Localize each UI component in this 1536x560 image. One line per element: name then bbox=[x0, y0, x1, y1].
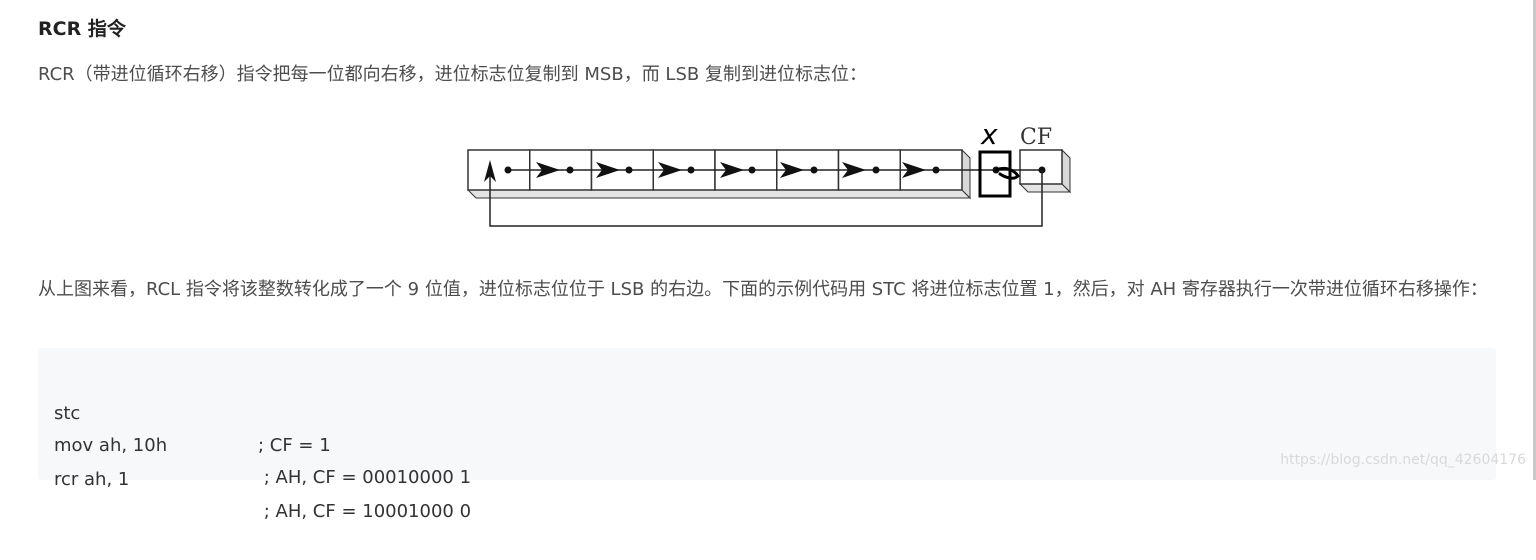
scrollbar[interactable] bbox=[1533, 0, 1536, 480]
code-comment: ; AH, CF = 10001000 0 bbox=[258, 501, 472, 522]
code-comment: ; AH, CF = 00010000 1 bbox=[258, 467, 472, 488]
code-line: stc ; CF = 1 bbox=[54, 366, 331, 456]
bit-dots bbox=[504, 166, 1046, 174]
shift-arrows bbox=[536, 162, 926, 178]
handwritten-arrow bbox=[994, 166, 1020, 180]
cf-label: CF bbox=[1020, 125, 1052, 150]
arrowhead-icon bbox=[658, 162, 682, 178]
watermark: https://blog.csdn.net/qq_42604176 bbox=[1280, 452, 1526, 468]
bit-cell bbox=[467, 149, 531, 191]
arrowhead-icon bbox=[842, 162, 866, 178]
explanation-paragraph: 从上图来看，RCL 指令将该整数转化成了一个 9 位值，进位标志位位于 LSB … bbox=[38, 279, 1488, 300]
arrowhead-icon bbox=[536, 162, 560, 178]
rcr-diagram-svg: CF bbox=[466, 118, 1072, 227]
up-arrow-icon bbox=[484, 160, 496, 182]
arrowhead-icon bbox=[780, 162, 804, 178]
rcr-diagram: CF bbox=[440, 110, 1100, 240]
bit-dot bbox=[810, 166, 818, 174]
cf-side-face bbox=[1061, 148, 1071, 194]
handwritten-box bbox=[978, 150, 1012, 198]
arrowhead-icon bbox=[902, 162, 926, 178]
bit-dot bbox=[625, 166, 633, 174]
bit-dot bbox=[872, 166, 880, 174]
bit-dot bbox=[932, 166, 940, 174]
handwritten-x: x bbox=[980, 118, 998, 151]
code-block: stc ; CF = 1 mov ah, 10h ; AH, CF = 0001… bbox=[38, 348, 1496, 522]
register-side-face bbox=[961, 148, 971, 200]
arrowhead-icon bbox=[596, 162, 620, 178]
code-line: rcr ah, 1 ; AH, CF = 10001000 0 bbox=[54, 432, 471, 522]
code-instruction: rcr ah, 1 bbox=[54, 469, 130, 490]
register-bottom-face bbox=[466, 189, 972, 199]
bit-dot bbox=[687, 166, 695, 174]
bit-dot bbox=[566, 166, 574, 174]
arrowhead-icon bbox=[720, 162, 744, 178]
handwritten-annotation bbox=[978, 150, 1020, 198]
code-line: mov ah, 10h ; AH, CF = 00010000 1 bbox=[54, 398, 471, 488]
bit-dot bbox=[748, 166, 756, 174]
code-instruction: mov ah, 10h bbox=[54, 435, 168, 456]
intro-paragraph: RCR（带进位循环右移）指令把每一位都向右移，进位标志位复制到 MSB，而 LS… bbox=[38, 64, 867, 85]
feedback-loop bbox=[489, 166, 1043, 227]
code-comment: ; CF = 1 bbox=[258, 435, 331, 456]
section-heading: RCR 指令 bbox=[38, 18, 126, 40]
bit-dot bbox=[504, 166, 512, 174]
code-instruction: stc bbox=[54, 403, 81, 424]
